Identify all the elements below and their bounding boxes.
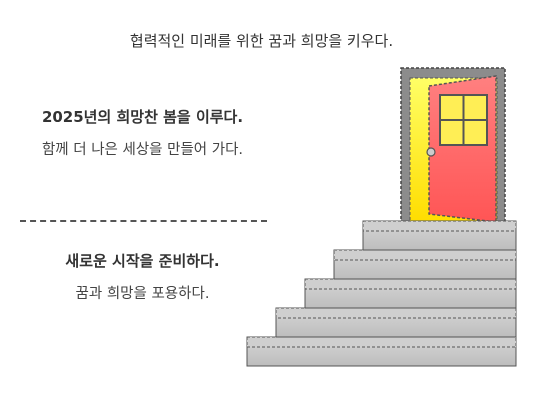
diagram-caption: 협력적인 미래를 위한 꿈과 희망을 키우다. bbox=[129, 32, 394, 50]
open-door-icon bbox=[400, 67, 506, 223]
milestone-1-description: 함께 더 나은 세상을 만들어 가다. bbox=[41, 142, 244, 158]
door-window-icon bbox=[439, 94, 488, 146]
milestone-2-title: 새로운 시작을 준비하다. bbox=[65, 252, 220, 270]
door-knob-icon bbox=[426, 147, 436, 157]
milestone-2-description: 꿈과 희망을 포용하다. bbox=[75, 286, 210, 302]
milestone-block-1: 2025년의 희망찬 봄을 이루다. 함께 더 나은 세상을 만들어 가다. bbox=[20, 106, 265, 160]
dashed-divider bbox=[20, 220, 267, 222]
stairs-icon bbox=[246, 220, 517, 367]
milestone-block-2: 새로운 시작을 준비하다. 꿈과 희망을 포용하다. bbox=[20, 250, 265, 304]
milestone-1-title: 2025년의 희망찬 봄을 이루다. bbox=[41, 108, 244, 126]
